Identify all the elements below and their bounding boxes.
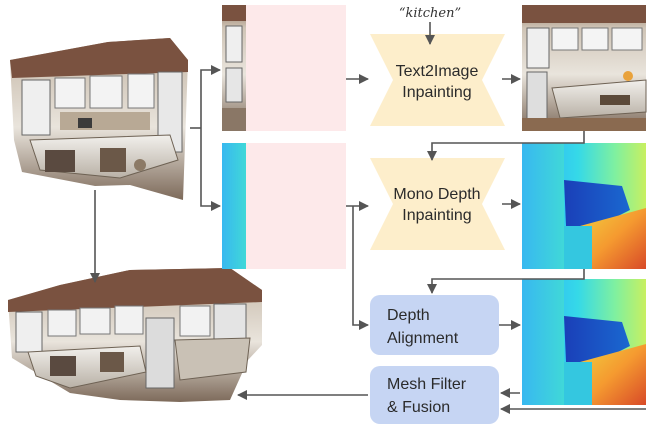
- masked-depth-view: [222, 143, 346, 269]
- depth-alignment-label-line1: Depth: [387, 307, 430, 324]
- arrow-result-to-mono: [427, 131, 585, 161]
- mono-depth-label-line1: Mono Depth: [393, 186, 480, 203]
- text2image-block: Text2Image Inpainting: [370, 34, 505, 126]
- mono-depth-label-line2: Inpainting: [402, 207, 471, 224]
- depth-alignment-label-line2: Alignment: [387, 330, 459, 347]
- arrow-to-masked-rgb: [200, 65, 221, 128]
- text2image-label-line2: Inpainting: [402, 84, 471, 101]
- masked-rgb-view: [222, 5, 346, 131]
- depth-map-result: [522, 143, 646, 269]
- prompt-label: “kitchen”: [399, 6, 461, 21]
- depth-alignment-block: Depth Alignment: [370, 295, 499, 355]
- output-mesh-image: [8, 268, 262, 402]
- mono-depth-block: Mono Depth Inpainting: [370, 158, 505, 250]
- input-view-image: [10, 38, 188, 200]
- mesh-filter-label-line2: & Fusion: [387, 399, 450, 416]
- mesh-filter-block: Mesh Filter & Fusion: [370, 366, 499, 424]
- arrow-depth-to-align: [352, 206, 369, 330]
- mesh-filter-label-line1: Mesh Filter: [387, 376, 467, 393]
- arrow-depth-to-alignment: [427, 269, 585, 294]
- inpainted-rgb-result: [522, 5, 647, 131]
- arrow-to-masked-depth: [200, 128, 221, 211]
- aligned-depth-result: [522, 279, 646, 405]
- connectors: [90, 22, 646, 414]
- text2image-label-line1: Text2Image: [396, 63, 479, 80]
